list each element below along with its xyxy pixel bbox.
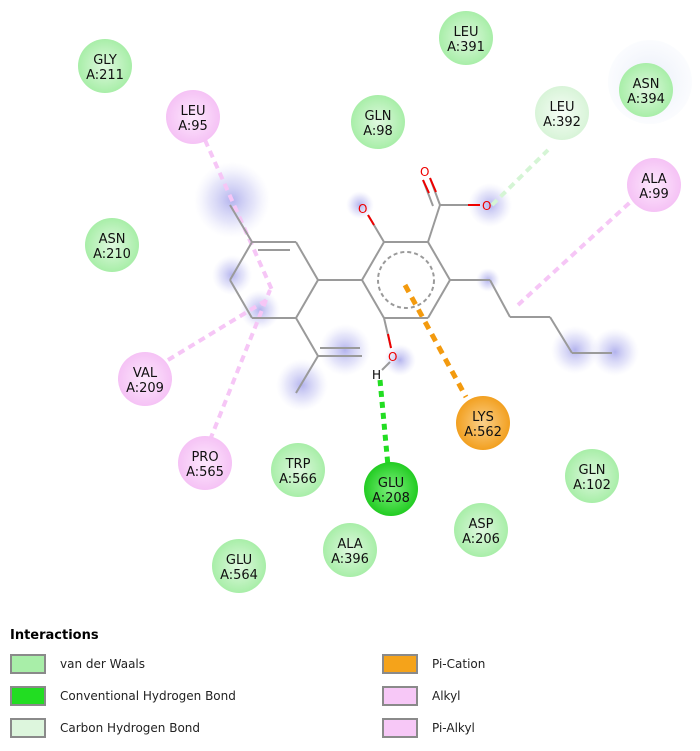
- residue-name: GLN: [364, 109, 391, 124]
- alkyl-line-pro565: [208, 289, 272, 441]
- legend-item-pi-cation: Pi-Cation: [382, 654, 485, 674]
- residue-gln98[interactable]: GLN A:98: [351, 95, 405, 149]
- solvent-blob: [276, 359, 328, 411]
- oxygen-label: O: [358, 202, 367, 216]
- legend-item-carbon-hbond: Carbon Hydrogen Bond: [10, 718, 200, 738]
- residue-pro565[interactable]: PRO A:565: [178, 436, 232, 490]
- residue-name: LEU: [181, 104, 206, 119]
- solvent-blob: [319, 324, 371, 376]
- legend-label: Conventional Hydrogen Bond: [60, 689, 236, 703]
- solvent-blob: [591, 328, 639, 376]
- residue-ala396[interactable]: ALA A:396: [323, 523, 377, 577]
- residue-name: ASN: [99, 232, 126, 247]
- residue-number: A:208: [372, 491, 410, 506]
- legend-label: Pi-Alkyl: [432, 721, 475, 735]
- residue-glu564[interactable]: GLU A:564: [212, 539, 266, 593]
- residue-asp206[interactable]: ASP A:206: [454, 503, 508, 557]
- residue-name: LYS: [472, 410, 494, 425]
- legend-label: Alkyl: [432, 689, 461, 703]
- residue-name: PRO: [191, 450, 218, 465]
- legend-item-conventional-hbond: Conventional Hydrogen Bond: [10, 686, 236, 706]
- residue-name: TRP: [285, 457, 311, 472]
- atom-labels: O O O O H: [358, 165, 491, 382]
- solvent-blob: [346, 191, 374, 219]
- residue-name: ASN: [633, 77, 660, 92]
- residue-glu208[interactable]: GLU A:208: [364, 462, 418, 516]
- residue-name: ALA: [641, 172, 666, 187]
- ligand-structure: [229, 177, 612, 394]
- legend-swatch: [382, 718, 418, 738]
- legend-swatch: [382, 686, 418, 706]
- oxygen-label: O: [388, 350, 397, 364]
- solvent-blob: [240, 290, 280, 330]
- residue-bubbles: GLY A:211 LEU A:391 ASN A:394 LEU A:95 G…: [78, 11, 681, 593]
- interaction-diagram: O O O O H GLY A:211 LEU A:391 ASN A:394 …: [78, 11, 692, 593]
- oxygen-bonds: [367, 177, 480, 349]
- alkyl-line-val209: [166, 296, 272, 362]
- residue-number: A:394: [627, 92, 665, 107]
- legend-swatch: [10, 654, 46, 674]
- legend-label: Pi-Cation: [432, 657, 486, 671]
- residue-ala99[interactable]: ALA A:99: [627, 158, 681, 212]
- residue-number: A:206: [462, 532, 500, 547]
- residue-gln102[interactable]: GLN A:102: [565, 449, 619, 503]
- residue-number: A:391: [447, 40, 485, 55]
- residue-name: ASP: [469, 517, 494, 532]
- residue-leu391[interactable]: LEU A:391: [439, 11, 493, 65]
- residue-number: A:98: [363, 124, 393, 139]
- residue-name: GLU: [378, 476, 404, 491]
- residue-number: A:95: [178, 119, 208, 134]
- legend-swatch: [10, 718, 46, 738]
- residue-number: A:562: [464, 425, 502, 440]
- residue-gly211[interactable]: GLY A:211: [78, 39, 132, 93]
- pi-alkyl-line-leu95: [203, 139, 274, 291]
- legend-swatch: [382, 654, 418, 674]
- hydrogen-bond-line: [377, 379, 391, 467]
- hydrogen-label: H: [372, 368, 381, 382]
- interaction-lines: [166, 139, 640, 467]
- residue-name: VAL: [133, 366, 158, 381]
- residue-number: A:565: [186, 465, 224, 480]
- legend-swatch: [10, 686, 46, 706]
- residue-number: A:396: [331, 552, 369, 567]
- residue-leu95[interactable]: LEU A:95: [166, 90, 220, 144]
- legend-label: van der Waals: [60, 657, 146, 671]
- residue-number: A:566: [279, 472, 317, 487]
- residue-name: LEU: [454, 25, 479, 40]
- residue-name: GLY: [93, 53, 117, 68]
- carbon-hbond-line: [490, 148, 550, 207]
- residue-number: A:211: [86, 68, 124, 83]
- residue-asn210[interactable]: ASN A:210: [85, 218, 139, 272]
- residue-val209[interactable]: VAL A:209: [118, 352, 172, 406]
- residue-number: A:392: [543, 115, 581, 130]
- residue-trp566[interactable]: TRP A:566: [271, 443, 325, 497]
- residue-number: A:564: [220, 568, 258, 583]
- residue-name: GLN: [578, 463, 605, 478]
- legend-title: Interactions: [10, 628, 99, 643]
- residue-lys562[interactable]: LYS A:562: [456, 396, 510, 450]
- legend-label: Carbon Hydrogen Bond: [60, 721, 201, 735]
- residue-leu392[interactable]: LEU A:392: [535, 86, 589, 140]
- residue-name: ALA: [337, 537, 362, 552]
- residue-asn394[interactable]: ASN A:394: [619, 63, 673, 117]
- alkyl-line-ala99: [516, 193, 640, 307]
- legend-item-alkyl: Alkyl: [382, 686, 461, 706]
- legend-item-pi-alkyl: Pi-Alkyl: [382, 718, 475, 738]
- residue-number: A:99: [639, 187, 669, 202]
- residue-number: A:210: [93, 247, 131, 262]
- residue-number: A:209: [126, 381, 164, 396]
- oxygen-label: O: [482, 199, 491, 213]
- solvent-blobs: [194, 162, 639, 411]
- interactions-legend: Interactions van der Waals Conventional …: [0, 620, 700, 751]
- residue-name: LEU: [550, 100, 575, 115]
- solvent-blob: [384, 344, 416, 376]
- pi-cation-line: [402, 283, 469, 399]
- oxygen-label: O: [420, 165, 429, 179]
- residue-name: GLU: [226, 553, 252, 568]
- residue-number: A:102: [573, 478, 611, 493]
- legend-item-van-der-waals: van der Waals: [10, 654, 145, 674]
